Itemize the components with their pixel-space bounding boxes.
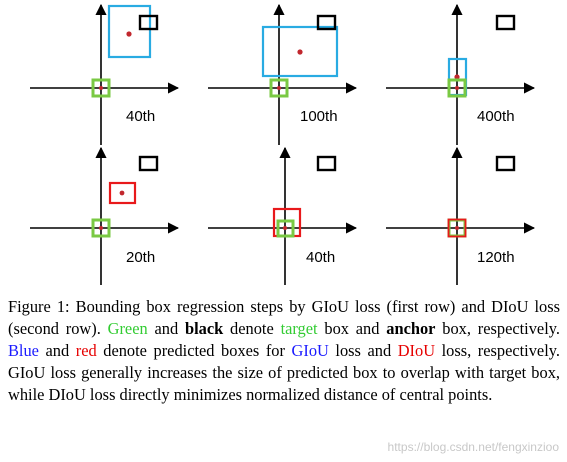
step-label: 20th xyxy=(126,249,155,266)
caption-diou-word: DIoU xyxy=(397,341,436,360)
caption-giou-word: GIoU xyxy=(291,341,329,360)
caption-text: and xyxy=(147,319,185,338)
caption-blue-word: Blue xyxy=(8,341,39,360)
panel-giou-40th: 40th xyxy=(30,3,180,145)
target-center xyxy=(283,226,287,230)
predicted-center xyxy=(119,190,125,196)
panel-diou-120th: 120th xyxy=(386,146,536,285)
caption-anchor-word: anchor xyxy=(386,319,436,338)
step-label: 120th xyxy=(477,249,515,266)
target-box xyxy=(269,78,289,98)
caption-green-word: Green xyxy=(107,319,148,338)
target-center xyxy=(455,226,459,230)
caption-black-word: black xyxy=(184,319,224,338)
caption-text: box and xyxy=(317,319,387,338)
caption-label: Figure 1: xyxy=(8,297,70,316)
predicted-box xyxy=(261,25,339,78)
caption-red-word: red xyxy=(75,341,97,360)
step-label: 400th xyxy=(477,108,515,125)
figure-caption: Figure 1: Bounding box regression steps … xyxy=(8,296,560,406)
anchor-box xyxy=(138,14,159,31)
caption-text: loss, respectively. GIoU loss generally … xyxy=(8,341,560,404)
caption-text: loss and xyxy=(328,341,398,360)
figure-diagram: 40th 100th 400th 20th xyxy=(30,3,536,285)
panel-diou-20th: 20th xyxy=(30,146,180,285)
caption-text: Bounding box regression steps by GIoU lo… xyxy=(8,297,561,338)
predicted-box xyxy=(108,181,137,205)
predicted-box xyxy=(447,218,467,238)
target-center xyxy=(99,86,103,90)
target-box xyxy=(276,219,295,238)
predicted-center xyxy=(297,49,303,55)
step-label: 40th xyxy=(306,249,335,266)
anchor-box xyxy=(316,155,337,172)
anchor-box xyxy=(316,14,337,31)
caption-text: box, respectively. xyxy=(435,319,560,338)
predicted-center xyxy=(454,74,460,80)
watermark-url: https://blog.csdn.net/fengxinzioo xyxy=(387,440,559,454)
step-label: 40th xyxy=(126,108,155,125)
target-box xyxy=(91,218,111,238)
caption-text: denote predicted boxes for xyxy=(96,341,292,360)
target-center xyxy=(277,86,281,90)
panel-diou-40th: 40th xyxy=(208,146,358,285)
target-center xyxy=(99,226,103,230)
caption-target-word: target xyxy=(280,319,318,338)
panel-giou-100th: 100th xyxy=(208,3,358,145)
caption-text: and xyxy=(38,341,76,360)
target-center xyxy=(455,86,459,90)
panel-giou-400th: 400th xyxy=(386,3,536,145)
step-label: 100th xyxy=(300,108,338,125)
anchor-box xyxy=(138,155,159,172)
anchor-box xyxy=(495,14,516,31)
anchor-box xyxy=(495,155,516,172)
predicted-center xyxy=(126,31,132,37)
target-box xyxy=(91,78,111,98)
caption-text: denote xyxy=(223,319,281,338)
target-box xyxy=(447,78,467,98)
predicted-box xyxy=(107,4,152,59)
